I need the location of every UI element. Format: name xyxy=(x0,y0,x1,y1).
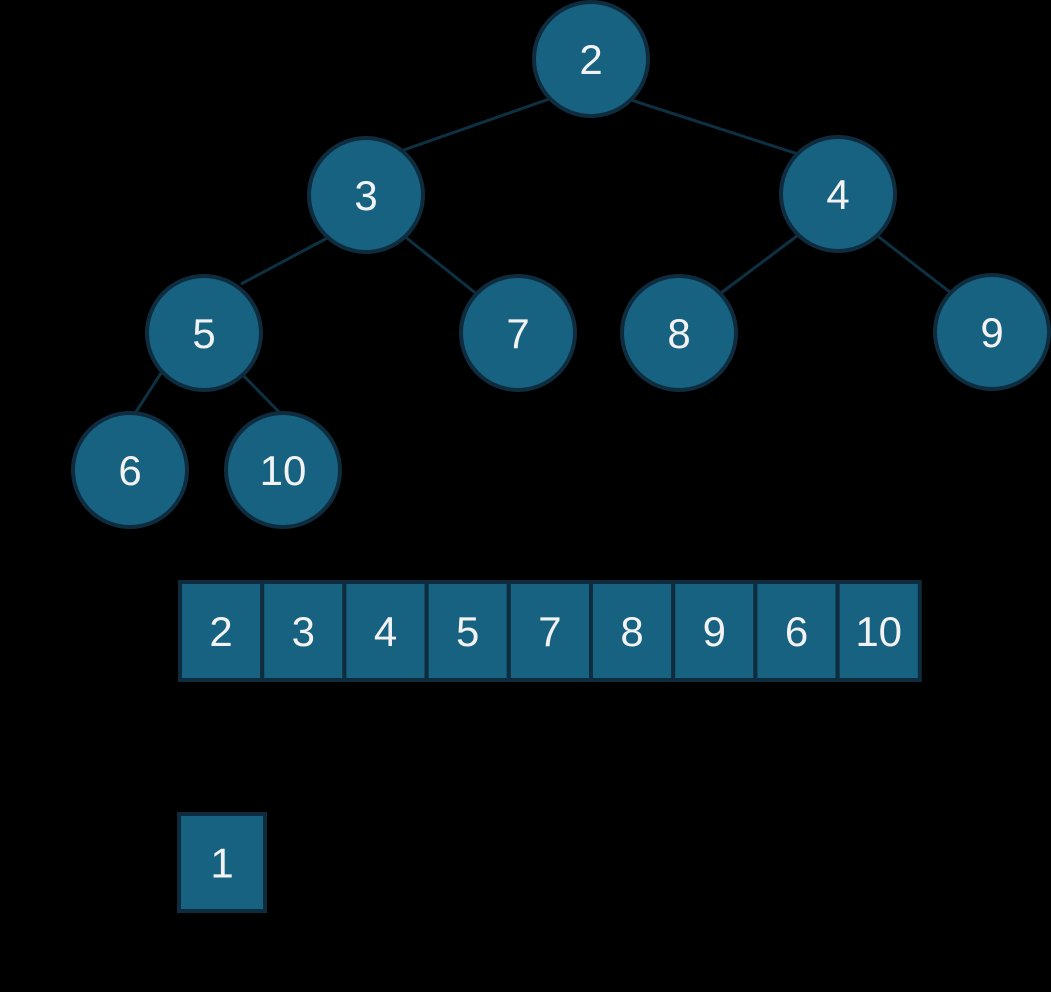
tree-node-circle-9 xyxy=(933,273,1051,391)
tree-edge-2-4 xyxy=(627,97,805,158)
bfs-array: 2 3 4 5 7 8 9 6 10 xyxy=(178,580,922,682)
tree-node-label-6: 6 xyxy=(118,447,141,494)
tree-node-2: 2 xyxy=(532,0,650,118)
bfs-array-cell-2: 4 xyxy=(342,580,429,682)
tree-node-label-2: 2 xyxy=(579,36,602,83)
tree-node-8: 8 xyxy=(620,274,738,392)
tree-node-circle-5 xyxy=(145,274,263,392)
tree-node-label-8: 8 xyxy=(667,310,690,357)
bfs-array-cell-rect-3 xyxy=(424,580,511,682)
bfs-array-cell-rect-0 xyxy=(178,580,265,682)
bfs-array-cell-0: 2 xyxy=(178,580,265,682)
bfs-array-cell-value-1: 3 xyxy=(292,608,315,655)
tree-nodes: 2 3 4 5 7 8 9 6 10 xyxy=(71,0,1051,529)
bfs-array-cell-rect-4 xyxy=(506,580,593,682)
tree-node-circle-6 xyxy=(71,411,189,529)
tree-edge-3-7 xyxy=(403,234,479,297)
tree-edge-2-3 xyxy=(397,96,553,154)
bfs-array-cell-1: 3 xyxy=(260,580,347,682)
bfs-array-cell-rect-6 xyxy=(671,580,758,682)
tree-node-label-5: 5 xyxy=(192,310,215,357)
tree-node-5: 5 xyxy=(145,274,263,392)
tree-edge-4-9 xyxy=(874,232,956,298)
bfs-array-cell-value-8: 10 xyxy=(855,608,902,655)
bfs-array-cell-value-5: 8 xyxy=(620,608,643,655)
bfs-array-cell-value-3: 5 xyxy=(456,608,479,655)
tree-node-label-10: 10 xyxy=(260,447,307,494)
result-cell-group: 1 xyxy=(177,812,267,913)
result-cell-value: 1 xyxy=(210,840,233,887)
tree-node-3: 3 xyxy=(307,136,425,254)
tree-node-7: 7 xyxy=(459,274,577,392)
bfs-array-cell-3: 5 xyxy=(424,580,511,682)
bfs-array-cell-value-7: 6 xyxy=(785,608,808,655)
tree-edge-5-6 xyxy=(130,366,167,419)
bfs-array-cell-rect-2 xyxy=(342,580,429,682)
tree-node-10: 10 xyxy=(224,411,342,529)
bfs-array-cell-4: 7 xyxy=(506,580,593,682)
tree-node-circle-8 xyxy=(620,274,738,392)
tree-edge-3-5 xyxy=(240,234,332,286)
bfs-array-cell-5: 8 xyxy=(589,580,676,682)
tree-node-label-3: 3 xyxy=(354,172,377,219)
tree-node-label-9: 9 xyxy=(980,309,1003,356)
result-cell-rect xyxy=(177,812,267,913)
tree-node-6: 6 xyxy=(71,411,189,529)
tree-node-label-4: 4 xyxy=(826,171,849,218)
tree-node-circle-7 xyxy=(459,274,577,392)
tree-node-9: 9 xyxy=(933,273,1051,391)
tree-node-circle-4 xyxy=(779,135,897,253)
bfs-array-cell-value-0: 2 xyxy=(209,608,232,655)
bfs-array-cell-value-6: 9 xyxy=(703,608,726,655)
tree-edges xyxy=(130,96,956,419)
bfs-array-cell-8: 10 xyxy=(835,580,922,682)
tree-node-circle-3 xyxy=(307,136,425,254)
bfs-array-cell-7: 6 xyxy=(753,580,840,682)
bfs-array-cell-rect-8 xyxy=(835,580,922,682)
tree-node-label-7: 7 xyxy=(506,310,529,357)
tree-node-circle-10 xyxy=(224,411,342,529)
tree-node-circle-2 xyxy=(532,0,650,118)
tree-edge-4-8 xyxy=(716,234,798,298)
bfs-array-cell-6: 9 xyxy=(671,580,758,682)
bfs-array-cell-value-4: 7 xyxy=(538,608,561,655)
tree-edge-5-10 xyxy=(237,369,283,416)
tree-node-4: 4 xyxy=(779,135,897,253)
bfs-array-cell-value-2: 4 xyxy=(374,608,397,655)
